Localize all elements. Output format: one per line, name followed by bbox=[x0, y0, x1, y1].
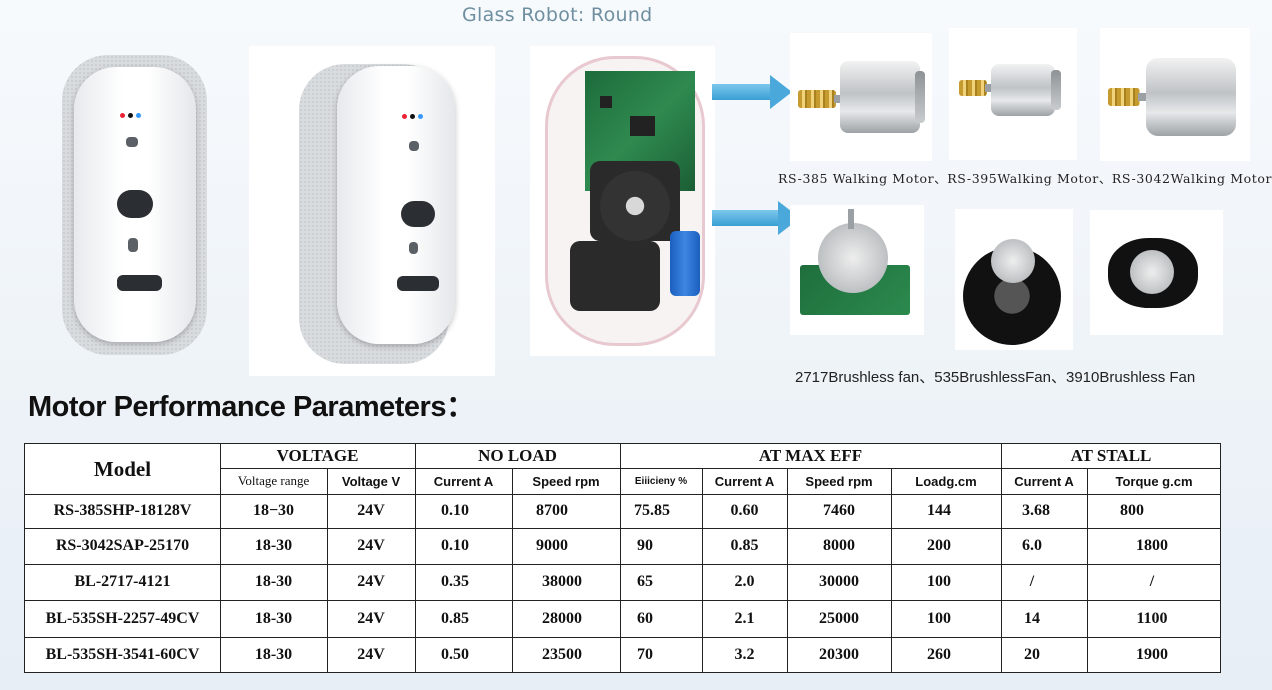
subheader-voltage-range: Voltage range bbox=[237, 473, 310, 488]
brushless-fan-3910-photo bbox=[1090, 210, 1223, 335]
section-heading: Motor Performance Parameters： bbox=[28, 391, 475, 423]
subheader-current-a: Current A bbox=[433, 473, 494, 489]
row-value: 14 bbox=[1024, 609, 1040, 627]
row-value: 6.0 bbox=[1022, 537, 1042, 554]
row-value: 18-30 bbox=[254, 609, 293, 627]
group-header-at-stall: AT STALL bbox=[1070, 446, 1152, 465]
row-value: 0.10 bbox=[441, 537, 469, 554]
row-value: 7460 bbox=[823, 502, 855, 519]
row-model: BL-535SH-3541-60CV bbox=[45, 646, 200, 663]
subheader-stall-current: Current A bbox=[1014, 473, 1074, 489]
row-value: / bbox=[1149, 573, 1155, 590]
page-subtitle: Glass Robot: Round bbox=[462, 4, 653, 26]
rs-3042-motor-photo bbox=[1100, 28, 1250, 161]
row-model: BL-2717-4121 bbox=[74, 573, 171, 590]
row-value: 0.60 bbox=[730, 502, 759, 519]
row-value: 0.85 bbox=[730, 537, 759, 554]
motor-caption: RS-385 Walking Motor、RS-395Walking Motor… bbox=[778, 171, 1272, 186]
row-value: 200 bbox=[927, 537, 951, 554]
row-value: 20 bbox=[1024, 646, 1040, 663]
row-value: 1100 bbox=[1136, 609, 1168, 627]
row-value: 18−30 bbox=[252, 502, 295, 519]
model-header: Model bbox=[93, 456, 152, 481]
row-value: 75.85 bbox=[634, 502, 670, 519]
row-value: 23500 bbox=[542, 646, 582, 663]
row-model: RS-3042SAP-25170 bbox=[55, 537, 190, 554]
row-value: 2.1 bbox=[734, 609, 755, 627]
row-value: 18-30 bbox=[254, 537, 293, 554]
row-value: 1900 bbox=[1136, 646, 1168, 663]
subheader-torque: Torque g.cm bbox=[1115, 473, 1193, 489]
row-value: 144 bbox=[927, 502, 951, 519]
row-value: 70 bbox=[637, 646, 653, 663]
row-value: 90 bbox=[637, 537, 653, 554]
row-value: 100 bbox=[927, 573, 951, 590]
row-value: 0.35 bbox=[441, 573, 469, 590]
row-value: 1800 bbox=[1136, 537, 1168, 554]
robot-angle-photo bbox=[249, 46, 495, 376]
row-value: 100 bbox=[927, 609, 951, 627]
row-value: 260 bbox=[927, 646, 951, 663]
brushless-fan-535-photo bbox=[955, 209, 1073, 350]
row-value: 0.50 bbox=[441, 646, 469, 663]
row-value: 0.85 bbox=[441, 609, 469, 627]
row-value: 3.68 bbox=[1022, 502, 1050, 519]
subheader-load: Loadg.cm bbox=[915, 473, 977, 489]
brushless-fan-2717-photo bbox=[790, 205, 924, 335]
row-value: 24V bbox=[357, 646, 385, 663]
subheader-speed-rpm: Speed rpm bbox=[805, 473, 873, 489]
subheader-speed-rpm: Speed rpm bbox=[532, 473, 600, 489]
subheader-voltage-v: Voltage V bbox=[341, 473, 401, 489]
row-value: 24V bbox=[357, 573, 385, 590]
subheader-efficiency: Eiiicieny % bbox=[634, 475, 688, 487]
group-header-at-max-eff: AT MAX EFF bbox=[758, 446, 863, 465]
row-value: 0.10 bbox=[441, 502, 469, 519]
row-value: 28000 bbox=[542, 609, 582, 627]
robot-internal-pcb-photo bbox=[530, 46, 715, 356]
arrow-right-icon bbox=[712, 75, 792, 109]
subheader-current-a: Current A bbox=[714, 473, 775, 489]
row-value: 8700 bbox=[536, 502, 568, 519]
row-value: 24V bbox=[357, 537, 385, 554]
rs-395-motor-photo bbox=[949, 28, 1077, 160]
row-value: 9000 bbox=[536, 537, 568, 554]
row-value: 18-30 bbox=[254, 573, 293, 590]
row-model: BL-535SH-2257-49CV bbox=[45, 609, 200, 627]
row-value: 20300 bbox=[819, 646, 859, 663]
row-value: 2.0 bbox=[734, 573, 755, 590]
row-value: 38000 bbox=[542, 573, 582, 590]
group-header-voltage: VOLTAGE bbox=[276, 446, 359, 465]
row-value: 24V bbox=[357, 502, 385, 519]
motor-parameters-table: Model VOLTAGE NO LOAD AT MAX EFF AT STAL… bbox=[24, 443, 1221, 673]
row-value: / bbox=[1029, 573, 1035, 590]
row-value: 24V bbox=[357, 609, 385, 627]
row-value: 8000 bbox=[823, 537, 855, 554]
arrow-right-icon bbox=[712, 201, 802, 235]
row-value: 800 bbox=[1120, 502, 1144, 519]
fan-caption: 2717Brushless fan、535BrushlessFan、3910Br… bbox=[795, 369, 1196, 386]
row-value: 65 bbox=[637, 573, 653, 590]
row-value: 25000 bbox=[819, 609, 859, 627]
row-value: 60 bbox=[637, 609, 653, 627]
row-value: 30000 bbox=[819, 573, 859, 590]
group-header-no-load: NO LOAD bbox=[478, 446, 557, 465]
row-value: 18-30 bbox=[254, 646, 293, 663]
rs-385-motor-photo bbox=[790, 33, 932, 161]
row-model: RS-385SHP-18128V bbox=[53, 502, 192, 519]
row-value: 3.2 bbox=[734, 646, 755, 663]
robot-front-photo bbox=[62, 55, 212, 355]
